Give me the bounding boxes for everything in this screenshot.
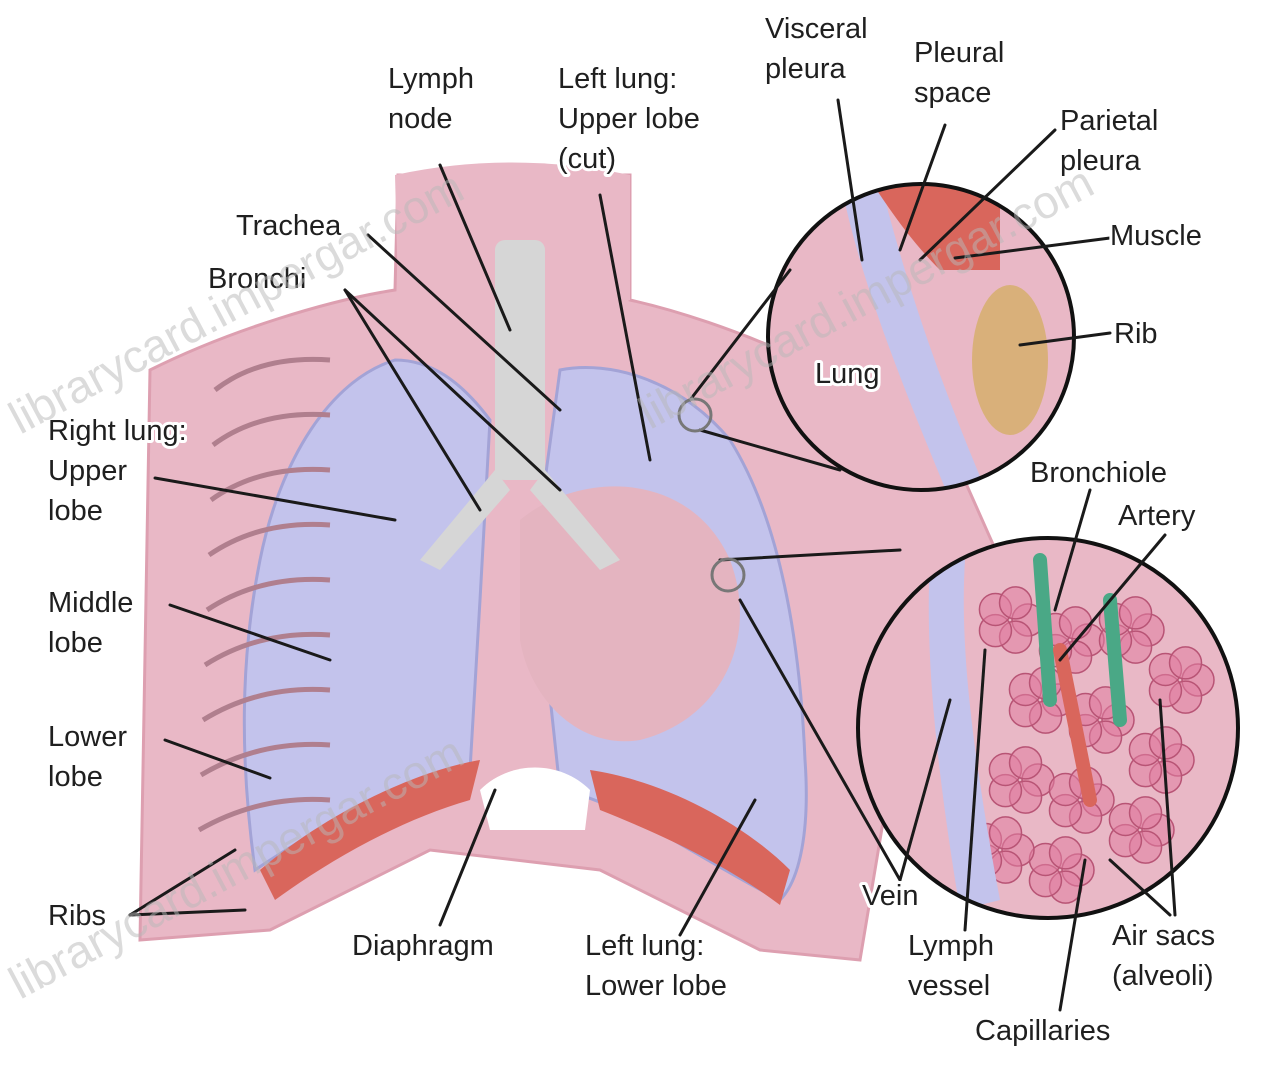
label-capillaries: Capillaries <box>975 1015 1110 1047</box>
label-lymph-vessel: Lymph vessel <box>908 930 1002 1002</box>
label-left-lung-upper: Left lung: Upper lobe (cut) <box>558 63 708 175</box>
alveolus <box>990 817 1022 849</box>
label-bronchiole: Bronchiole <box>1030 457 1167 489</box>
alveolus <box>1000 587 1032 619</box>
alveolus <box>1170 647 1202 679</box>
label-lymph-node: Lymph node <box>388 63 482 135</box>
label-muscle: Muscle <box>1110 220 1202 252</box>
label-diaphragm: Diaphragm <box>352 930 494 962</box>
alveolus <box>1060 607 1092 639</box>
label-artery: Artery <box>1118 500 1196 532</box>
label-middle-lobe: Middle lobe <box>48 587 142 659</box>
alveolus <box>1120 597 1152 629</box>
label-rib: Rib <box>1114 318 1158 350</box>
trachea-shape <box>495 240 545 480</box>
label-lower-lobe: Lower lobe <box>48 721 135 793</box>
label-air-sacs: Air sacs (alveoli) <box>1112 920 1223 992</box>
label-visceral-pleura: Visceral pleura <box>765 13 876 85</box>
alveolus <box>1050 837 1082 869</box>
label-lung: Lung <box>815 358 880 390</box>
alveolus <box>1150 727 1182 759</box>
label-pleural-space: Pleural space <box>914 37 1012 109</box>
vessel-streak <box>1040 560 1050 700</box>
vessel-streak <box>1110 600 1120 720</box>
rib-bone <box>972 285 1048 435</box>
label-left-lung-lower: Left lung: Lower lobe <box>585 930 727 1002</box>
label-vein: Vein <box>862 880 918 912</box>
alveolus <box>1010 747 1042 779</box>
alveolus <box>1130 797 1162 829</box>
